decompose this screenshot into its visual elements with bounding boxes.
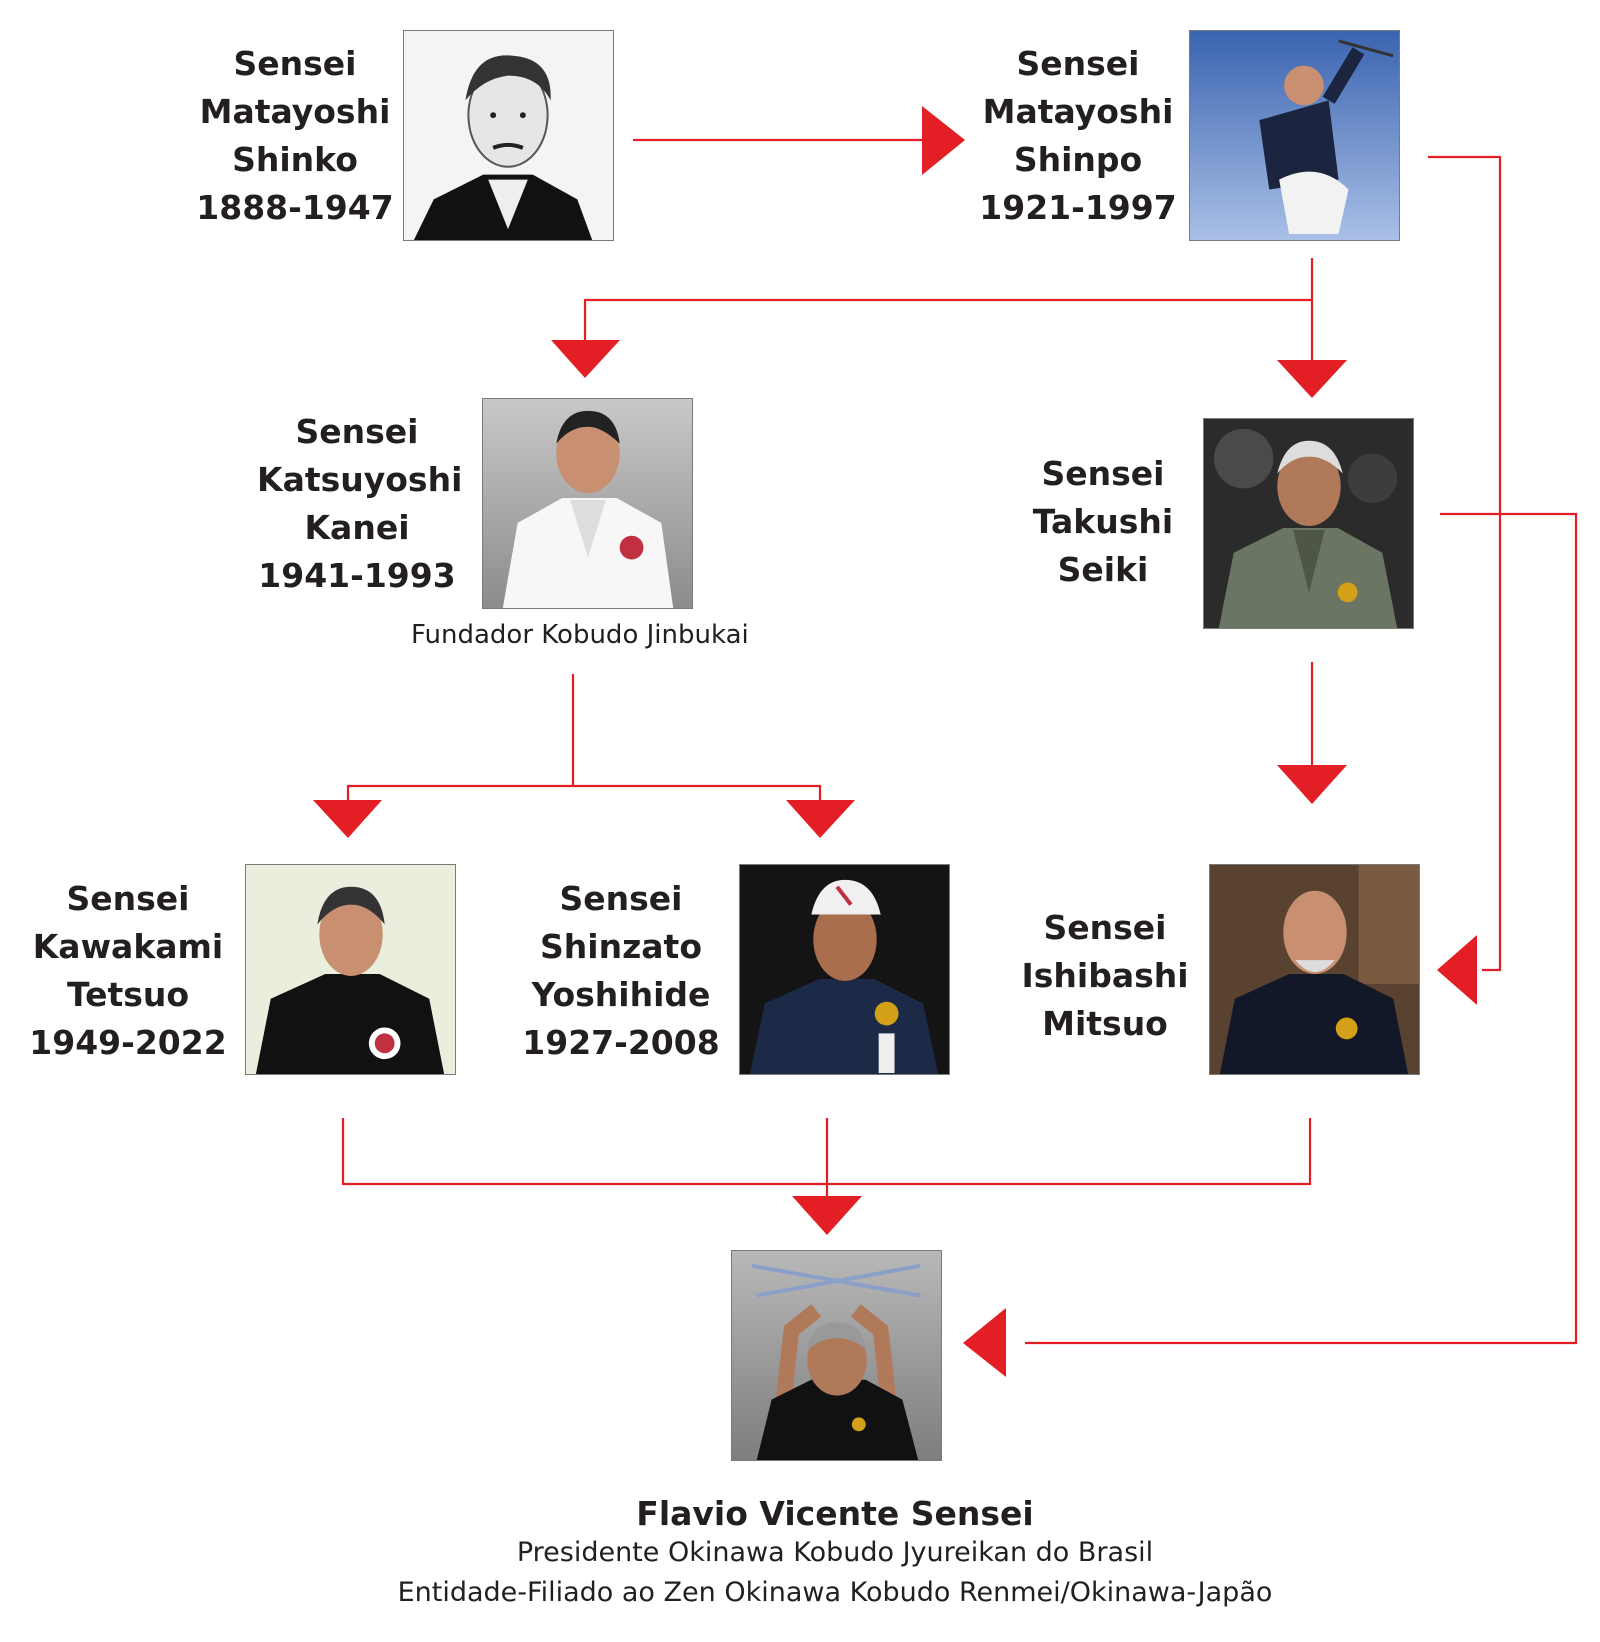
photo-ishibashi-mitsuo [1209, 864, 1420, 1075]
arrow-to-flavio-top [792, 1196, 862, 1235]
photo-matayoshi-shinpo [1189, 30, 1400, 241]
name-katsuyoshi-kanei: Sensei Katsuyoshi Kanei 1941-1993 [257, 412, 463, 595]
arrow-to-ishibashi-side [1437, 935, 1477, 1005]
name-takushi-seiki: Sensei Takushi Seiki [1032, 454, 1174, 589]
name-kawakami-tetsuo: Sensei Kawakami Tetsuo 1949-2022 [29, 879, 227, 1062]
conn-children-flavio [341, 1118, 1312, 1196]
final-subtitle-2: Entidade-Filiado ao Zen Okinawa Kobudo R… [397, 1577, 1273, 1608]
final-name: Flavio Vicente Sensei [636, 1494, 1034, 1533]
name-matayoshi-shinko: Sensei Matayoshi Shinko 1888-1947 [196, 44, 394, 227]
photo-takushi-seiki [1203, 418, 1414, 629]
arrow-to-ishibashi [1277, 765, 1347, 804]
arrow-to-kawakami [313, 800, 382, 838]
photo-matayoshi-shinko [403, 30, 614, 241]
arrow-to-kanei [551, 340, 620, 378]
caption-fundador-kobudo-jinbukai: Fundador Kobudo Jinbukai [411, 620, 749, 650]
arrow-to-flavio-side [963, 1308, 1006, 1377]
photo-flavio-vicente [731, 1250, 942, 1461]
name-shinzato-yoshihide: Sensei Shinzato Yoshihide 1927-2008 [522, 879, 720, 1062]
arrow-to-takushi [1277, 360, 1347, 398]
final-subtitle-1: Presidente Okinawa Kobudo Jyureikan do B… [516, 1537, 1154, 1568]
arrow-to-shinzato [786, 800, 855, 838]
arrow-group [313, 106, 1477, 1377]
photo-katsuyoshi-kanei [482, 398, 693, 609]
conn-shinpo-kanei-takushi [583, 258, 1314, 360]
conn-takushi-flavio [1025, 512, 1578, 1345]
photo-kawakami-tetsuo [245, 864, 456, 1075]
conn-kanei-children [346, 674, 822, 800]
name-ishibashi-mitsuo: Sensei Ishibashi Mitsuo [1021, 908, 1189, 1043]
connector-group [341, 138, 1578, 1345]
conn-shinpo-ishibashi [1428, 155, 1502, 972]
photo-shinzato-yoshihide [739, 864, 950, 1075]
arrow-to-shinpo [922, 106, 965, 175]
name-matayoshi-shinpo: Sensei Matayoshi Shinpo 1921-1997 [979, 44, 1177, 227]
